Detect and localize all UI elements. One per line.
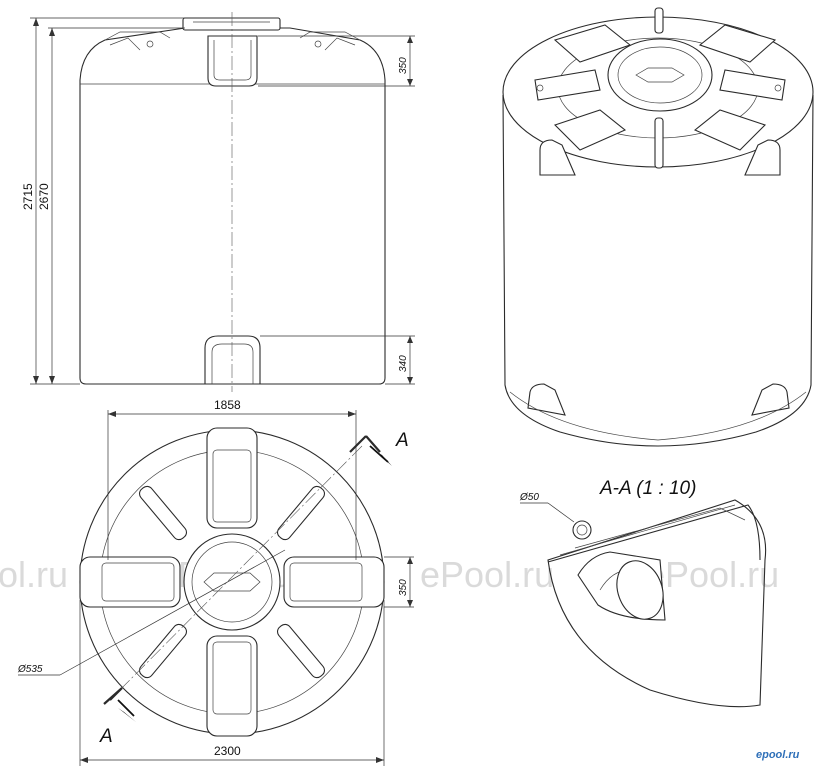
front-view-top-lug: [207, 35, 258, 87]
watermark-right: ePool.ru: [420, 554, 554, 595]
section-marker-top: A: [395, 430, 409, 451]
plan-lug-north: [206, 427, 258, 529]
section-title: A-A (1 : 10): [599, 478, 696, 499]
front-view: 2715 2670 350 340: [21, 12, 415, 392]
watermark-far-right: ePool.ru: [645, 554, 779, 595]
dim-outer-diameter: 2300: [214, 744, 241, 758]
iso-hatch: [607, 38, 713, 112]
dim-pipe-diameter: Ø50: [519, 492, 539, 503]
section-view: A-A (1 : 10) Ø50: [519, 478, 767, 708]
watermark-left: ol.ru: [0, 554, 68, 595]
front-view-lid: [182, 17, 281, 31]
isometric-view: [502, 7, 814, 447]
dim-bottom-offset: 340: [398, 355, 409, 372]
section-marker-bottom: A: [99, 726, 113, 747]
dim-side-offset: 350: [398, 579, 409, 596]
plan-view: 1858 2300 350 Ø535 A A: [17, 398, 414, 766]
plan-lug-west: [79, 556, 181, 608]
dim-height-total: 2715: [21, 183, 35, 210]
plan-lug-east: [283, 556, 385, 608]
dim-top-offset: 350: [398, 57, 409, 74]
dim-inner-diameter: 1858: [214, 398, 241, 412]
front-view-bottom-lug: [204, 335, 261, 385]
watermark-logo: epool.ru: [756, 749, 800, 761]
dim-height-body: 2670: [37, 183, 51, 210]
section-outline: [547, 499, 767, 708]
dim-hatch-diameter: Ø535: [17, 664, 43, 675]
plan-lug-south: [206, 635, 258, 737]
section-pipe: [572, 520, 592, 540]
iso-body: [502, 94, 814, 447]
plan-hatch-outer: [183, 533, 281, 631]
